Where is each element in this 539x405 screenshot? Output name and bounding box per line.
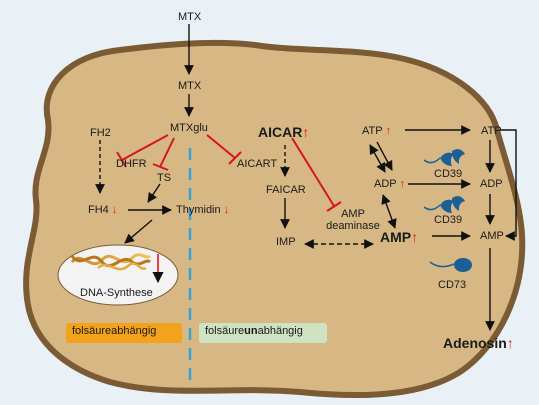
label-fh2: FH2 bbox=[90, 127, 111, 139]
label-cd39-2: CD39 bbox=[434, 214, 463, 226]
cell-membrane bbox=[23, 39, 526, 399]
label-amp-in: AMP↑ bbox=[380, 229, 419, 245]
badge-folate-dependent: folsäureabhängig bbox=[66, 323, 182, 343]
arrow-thymidin-dna bbox=[124, 219, 153, 244]
badge-folate-independent: folsäureunabhängig bbox=[199, 323, 327, 343]
inhibition-lines bbox=[116, 134, 342, 212]
dna-helix-icon bbox=[70, 253, 152, 271]
arrow-atp-adp-2 bbox=[376, 141, 393, 171]
label-aicart: AICART bbox=[237, 158, 278, 170]
cd73-enzyme-icon bbox=[429, 258, 472, 272]
label-adp-out: ADP bbox=[480, 178, 503, 190]
arrow-ts-thymidin bbox=[147, 183, 161, 203]
label-mtx-mid: MTX bbox=[178, 80, 202, 92]
label-cd39-1: CD39 bbox=[434, 168, 463, 180]
cd39-enzyme-2-icon bbox=[423, 196, 465, 213]
label-fh4: FH4 ↓ bbox=[88, 204, 118, 216]
cd39-enzyme-1-icon bbox=[423, 149, 465, 166]
label-imp: IMP bbox=[276, 236, 296, 248]
label-aicar: AICAR↑ bbox=[258, 124, 310, 140]
label-ts: TS bbox=[157, 172, 172, 184]
arrow-atp-amp-out bbox=[500, 129, 517, 241]
label-atp-in: ATP ↑ bbox=[362, 125, 391, 137]
label-adenosin: Adenosin↑ bbox=[443, 335, 514, 351]
label-thymidin: Thymidin ↓ bbox=[176, 204, 230, 216]
label-mtx-top: MTX bbox=[178, 11, 202, 23]
label-dna-synthese: DNA-Synthese bbox=[80, 287, 153, 299]
label-dhfr: DHFR bbox=[116, 158, 147, 170]
arrow-atp-adp bbox=[369, 144, 386, 173]
label-mtxglu: MTXglu bbox=[170, 122, 208, 134]
label-faicar: FAICAR bbox=[266, 184, 306, 196]
label-amp-out: AMP bbox=[480, 230, 504, 242]
label-cd73: CD73 bbox=[438, 279, 467, 291]
label-atp-out: ATP bbox=[481, 125, 502, 137]
arrow-adp-amp bbox=[381, 194, 397, 229]
label-adp-in: ADP ↑ bbox=[374, 178, 405, 190]
